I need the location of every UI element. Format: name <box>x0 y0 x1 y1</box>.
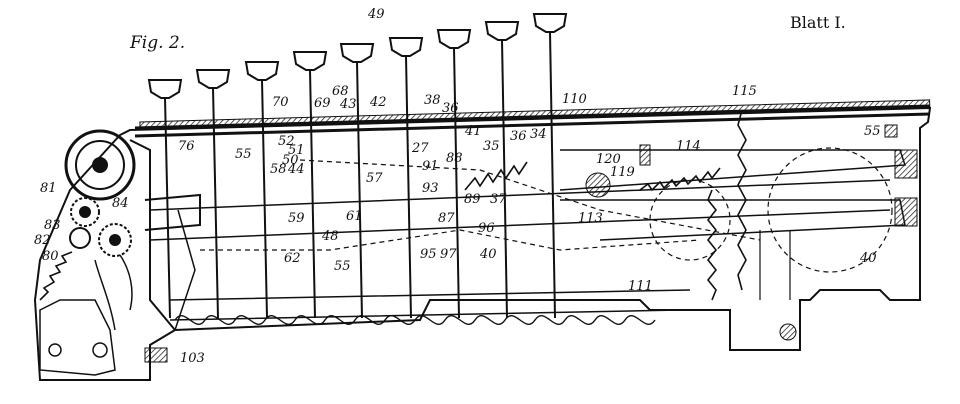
sheet-label: Blatt I. <box>790 13 846 32</box>
key-stem <box>261 79 268 319</box>
key-stem <box>212 87 219 319</box>
reference-number: 68 <box>332 84 349 99</box>
reference-number: 51 <box>288 143 305 158</box>
reference-number: 83 <box>44 218 61 233</box>
key-cap <box>339 43 375 63</box>
key-stem <box>164 97 171 319</box>
reference-number: 119 <box>610 165 635 180</box>
reference-number: 69 <box>314 96 331 111</box>
reference-number: 87 <box>438 211 455 226</box>
reference-number: 48 <box>321 229 339 244</box>
reference-number: 115 <box>732 84 757 99</box>
reference-number: 27 <box>411 141 429 156</box>
reference-number: 40 <box>479 247 497 262</box>
key-stem <box>356 61 363 319</box>
reference-number: 88 <box>446 151 463 166</box>
key-stem <box>309 69 316 319</box>
reference-number: 81 <box>40 181 57 196</box>
key-cap <box>484 21 520 41</box>
figure-label: Fig. 2. <box>129 33 185 53</box>
reference-number: 95 <box>420 247 437 262</box>
reference-number: 111 <box>628 279 653 294</box>
reference-number: 80 <box>42 249 59 264</box>
reference-number: 110 <box>562 92 587 107</box>
reference-number: 96 <box>478 221 495 236</box>
reference-number: 55 <box>864 124 881 139</box>
reference-number: 37 <box>490 192 507 207</box>
reference-number: 103 <box>180 351 205 366</box>
reference-number: 82 <box>34 233 51 248</box>
reference-number: 36 <box>442 101 459 116</box>
springs <box>39 109 747 301</box>
reference-number: 55 <box>334 259 351 274</box>
reference-number: 57 <box>366 171 383 186</box>
reference-number: 97 <box>440 247 457 262</box>
key-cap <box>292 51 328 71</box>
reference-number: 52 <box>278 134 295 149</box>
reference-number: 59 <box>288 211 305 226</box>
platen-roller <box>64 129 136 201</box>
key-cap <box>532 13 568 33</box>
reference-number: 93 <box>422 181 439 196</box>
key-cap <box>388 37 424 57</box>
gear-train <box>69 197 132 257</box>
reference-number: 70 <box>272 95 289 110</box>
reference-number: 42 <box>369 95 387 110</box>
reference-number: 89 <box>464 192 481 207</box>
key-cap <box>147 79 183 99</box>
reference-number: 40 <box>859 251 877 266</box>
key-stem <box>453 47 460 319</box>
reference-number: 49 <box>367 7 385 22</box>
reference-number: 34 <box>530 127 547 142</box>
key-stem <box>501 39 508 319</box>
reference-number: 38 <box>424 93 441 108</box>
reference-number: 44 <box>287 162 305 177</box>
reference-number: 114 <box>676 139 701 154</box>
reference-number: 62 <box>284 251 301 266</box>
cam-outline <box>200 147 893 273</box>
reference-number: 36 <box>510 129 527 144</box>
key-cap <box>244 61 280 81</box>
key-cap <box>436 29 472 49</box>
reference-number: 120 <box>596 152 621 167</box>
reference-number: 58 <box>270 162 287 177</box>
escapement-mechanism <box>39 209 196 376</box>
key-stem <box>549 31 556 319</box>
reference-number: 41 <box>464 124 482 139</box>
reference-number: 50 <box>282 153 299 168</box>
reference-number: 43 <box>339 97 357 112</box>
typebar-basket <box>174 315 656 325</box>
reference-number: 76 <box>178 139 195 154</box>
key-cap <box>195 69 231 89</box>
reference-number: 84 <box>112 196 129 211</box>
hatched-parts <box>139 99 931 363</box>
reference-number: 91 <box>422 159 439 174</box>
key-levers <box>147 13 568 319</box>
key-stem <box>405 55 412 319</box>
reference-number: 61 <box>346 209 363 224</box>
reference-number: 35 <box>483 139 500 154</box>
reference-number: 55 <box>235 147 252 162</box>
reference-number: 113 <box>578 211 603 226</box>
